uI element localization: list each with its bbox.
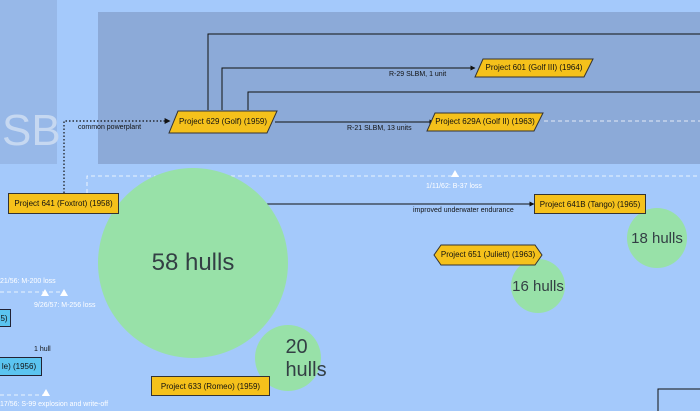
event-label-m256: 9/26/57: M-256 loss bbox=[34, 302, 96, 309]
node-golf[interactable]: Project 629 (Golf) (1959) bbox=[178, 117, 268, 126]
edge-label-common-powerplant: common powerplant bbox=[78, 124, 142, 131]
panel-label: SB bbox=[2, 106, 61, 155]
node-foxtrot[interactable]: Project 641 (Foxtrot) (1958) bbox=[8, 193, 119, 214]
node-golf3-shape bbox=[474, 58, 594, 78]
left-panel bbox=[0, 0, 57, 164]
event-marker-b37 bbox=[451, 170, 459, 177]
node-golf2-shape bbox=[426, 112, 544, 132]
node-left-partial-2[interactable]: le) (1956) bbox=[0, 357, 42, 376]
event-marker-m200 bbox=[41, 289, 49, 296]
hulls-bubble-58: 58 hulls bbox=[98, 168, 288, 358]
hulls-bubble-16: 16 hulls bbox=[511, 259, 565, 313]
hulls-label: 16 hulls bbox=[512, 277, 564, 295]
node-tango[interactable]: Project 641B (Tango) (1965) bbox=[534, 194, 646, 214]
edge-label-r29: R-29 SLBM, 1 unit bbox=[389, 71, 447, 78]
event-marker-s99 bbox=[42, 389, 50, 396]
hulls-label: 58 hulls bbox=[151, 249, 235, 276]
event-label-s99: 17/56: S-99 explosion and write-off bbox=[0, 401, 109, 408]
hulls-label: 18 hulls bbox=[631, 229, 683, 247]
node-romeo[interactable]: Project 633 (Romeo) (1959) bbox=[151, 376, 270, 396]
event-label-one-hull: 1 hull bbox=[34, 346, 51, 353]
node-juliett-shape bbox=[433, 244, 543, 266]
event-label-m200: 21/56: M-200 loss bbox=[0, 278, 56, 285]
edge-label-underwater: improved underwater endurance bbox=[413, 207, 514, 214]
edge-golf-upper bbox=[207, 33, 700, 110]
edge-golf-middle bbox=[247, 91, 700, 110]
edge-r29 bbox=[221, 65, 476, 110]
hulls-label: 20 hulls bbox=[285, 336, 327, 381]
event-marker-m256 bbox=[60, 289, 68, 296]
top-panel bbox=[98, 12, 700, 164]
node-juliett[interactable]: Project 651 (Juliett) (1963) bbox=[440, 250, 536, 259]
dashed-b37 bbox=[86, 175, 700, 193]
event-label-b37: 1/11/62: B-37 loss bbox=[426, 183, 482, 190]
node-golf3[interactable]: Project 601 (Golf III) (1964) bbox=[485, 63, 583, 72]
hulls-bubble-18: 18 hulls bbox=[627, 208, 687, 268]
corner-line bbox=[657, 388, 700, 411]
node-golf-shape bbox=[168, 110, 278, 134]
hulls-bubble-20: 20 hulls bbox=[255, 325, 327, 391]
edge-label-r21: R-21 SLBM, 13 units bbox=[347, 125, 412, 132]
node-golf2[interactable]: Project 629A (Golf II) (1963) bbox=[435, 117, 535, 126]
node-left-partial-1[interactable]: 5) bbox=[0, 309, 11, 327]
